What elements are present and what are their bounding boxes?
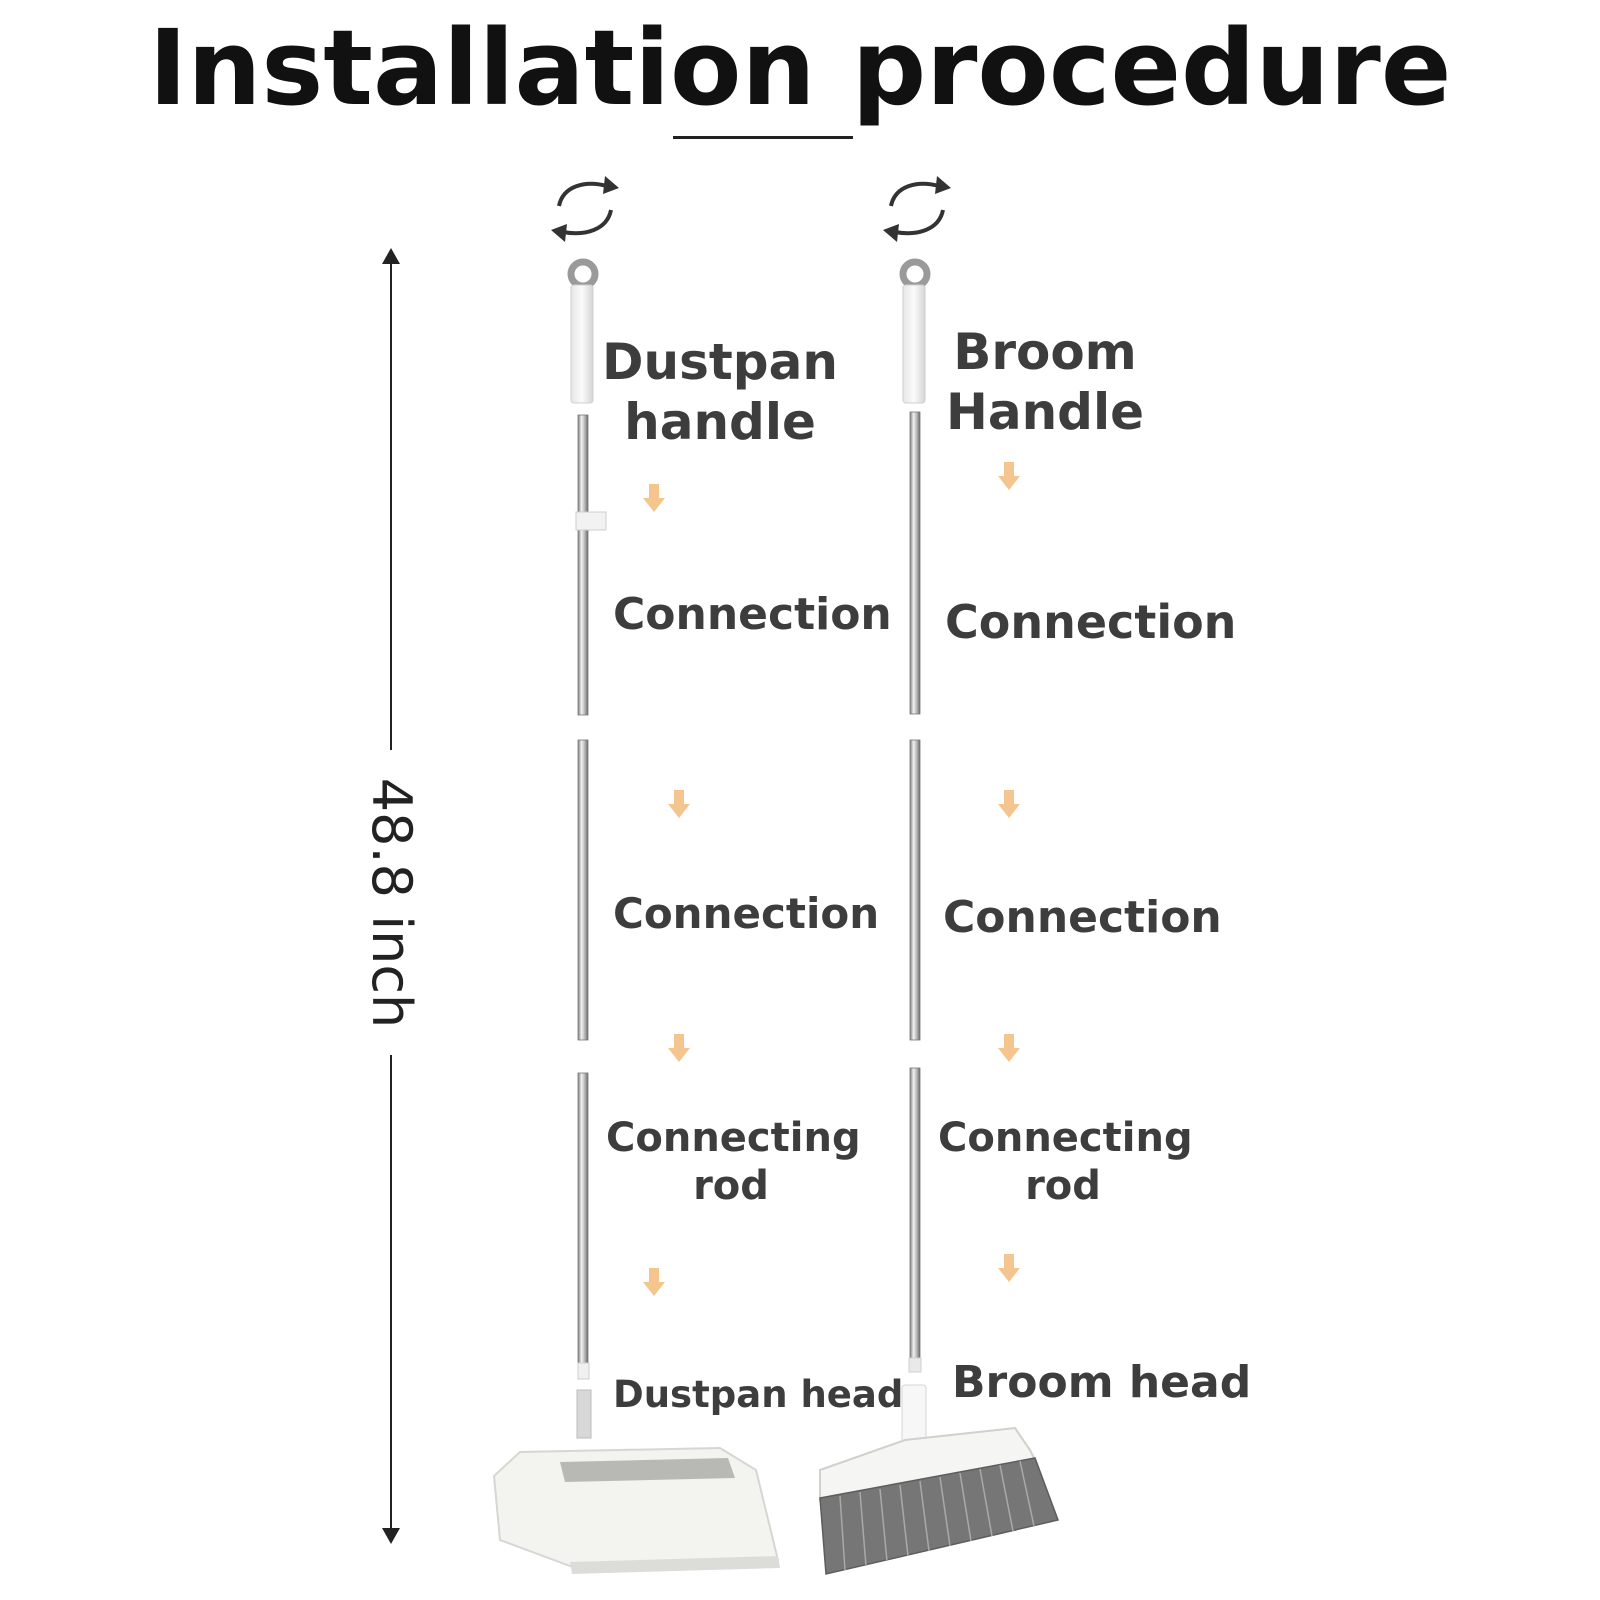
broom-rod-label: Connecting rod	[938, 1115, 1193, 1209]
dustpan-rod-upper	[577, 414, 589, 716]
title-underline	[673, 136, 853, 139]
dustpan-hang-ring	[567, 258, 599, 290]
dustpan-handle-grip	[570, 284, 594, 404]
down-arrow-icon	[668, 1034, 690, 1062]
dustpan-handle-label: Dustpan handle	[602, 333, 838, 451]
rotate-icon	[551, 176, 619, 242]
down-arrow-icon	[998, 790, 1020, 818]
dustpan-comb-bar	[560, 1458, 735, 1482]
down-arrow-icon	[998, 1254, 1020, 1282]
dustpan-lip	[570, 1556, 780, 1574]
dustpan-head-label: Dustpan head	[613, 1373, 904, 1416]
dustpan-rod-cap	[577, 1362, 590, 1380]
down-arrow-icon	[998, 462, 1020, 490]
broom-rod-lower	[909, 1067, 921, 1359]
broom-rod-cap	[908, 1357, 922, 1373]
dustpan-rod-lower	[577, 1072, 589, 1364]
broom-head-label: Broom head	[952, 1357, 1252, 1408]
dustpan-rod-middle	[577, 739, 589, 1041]
dimension-arrow-bottom-icon	[382, 1528, 400, 1544]
down-arrow-icon	[998, 1034, 1020, 1062]
dimension-line-bottom	[390, 1055, 392, 1530]
down-arrow-icon	[643, 484, 665, 512]
broom-connection-label-1: Connection	[945, 595, 1237, 649]
dustpan-neck	[576, 1389, 592, 1439]
broom-handle-label: Broom Handle	[945, 323, 1145, 441]
rotate-icon	[883, 176, 951, 242]
broom-assembly	[819, 258, 1059, 1575]
down-arrow-icon	[668, 790, 690, 818]
broom-connection-label-2: Connection	[943, 892, 1222, 943]
dustpan-assembly	[492, 258, 780, 1574]
down-arrow-icon	[643, 1268, 665, 1296]
dustpan-connection-label-2: Connection	[613, 889, 880, 938]
dimension-arrow-top-icon	[382, 248, 400, 264]
dustpan-rod-label: Connecting rod	[606, 1115, 861, 1209]
broom-rod-middle	[909, 739, 921, 1041]
broom-bristle-strands	[839, 1460, 1035, 1571]
broom-rod-upper	[909, 411, 921, 715]
dustpan-connection-label-1: Connection	[613, 589, 892, 640]
dimension-line-top	[390, 260, 392, 750]
dustpan-clip	[575, 511, 607, 531]
broom-neck	[901, 1384, 927, 1444]
broom-handle-grip	[902, 284, 926, 404]
page-title: Installation procedure	[148, 7, 1452, 129]
broom-bristles	[819, 1457, 1059, 1575]
broom-hang-ring	[899, 258, 931, 290]
